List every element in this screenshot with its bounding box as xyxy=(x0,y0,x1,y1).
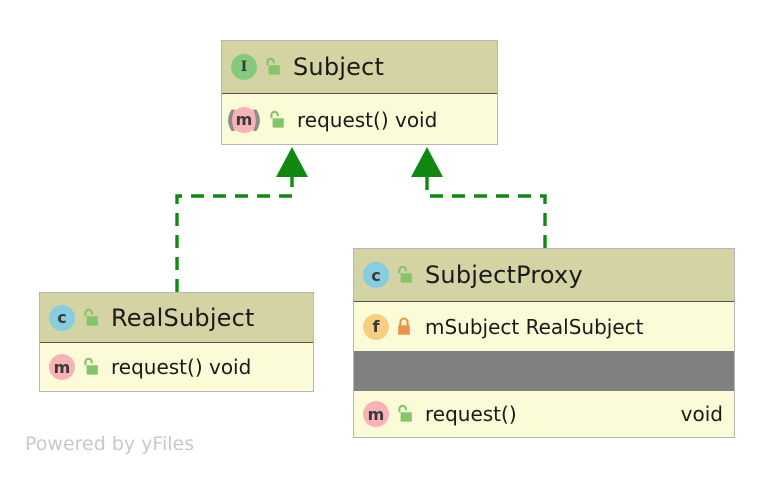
unlocked-padlock-icon xyxy=(398,404,412,422)
locked-padlock-icon xyxy=(398,317,410,335)
uml-member-signature: request() void xyxy=(111,355,252,379)
edge-line-realization-subjectproxy xyxy=(425,176,547,248)
interface-badge-icon: I xyxy=(231,54,257,80)
yfiles-watermark: Powered by yFiles xyxy=(25,433,195,455)
class-badge-icon: c xyxy=(49,304,75,331)
uml-member-signature: request() void xyxy=(297,107,438,132)
uml-member-row[interactable]: m request() void xyxy=(354,391,734,437)
uml-node-realsubject-header[interactable]: c RealSubject xyxy=(40,293,313,343)
uml-member-return-type: void xyxy=(680,402,723,426)
uml-node-realsubject[interactable]: c RealSubject m request() void xyxy=(39,292,314,392)
class-badge-icon: c xyxy=(363,262,389,288)
uml-node-realsubject-title: RealSubject xyxy=(111,303,255,332)
uml-node-subjectproxy-title: SubjectProxy xyxy=(425,261,583,289)
uml-member-signature: request() xyxy=(425,402,517,426)
arrowhead-realization-subjectproxy xyxy=(411,147,443,177)
arrowhead-realization-realsubject xyxy=(276,147,308,177)
uml-node-subjectproxy-header[interactable]: c SubjectProxy xyxy=(354,249,734,302)
uml-member-row[interactable]: m request() void xyxy=(222,94,497,144)
edge-line-realization-realsubject xyxy=(175,176,294,292)
field-badge-icon: f xyxy=(363,313,389,340)
uml-member-signature: mSubject RealSubject xyxy=(425,314,644,339)
uml-member-row[interactable]: m request() void xyxy=(40,343,313,391)
abstract-method-badge-icon: m xyxy=(231,106,257,133)
unlocked-padlock-icon xyxy=(398,265,412,283)
unlocked-padlock-icon xyxy=(84,308,98,326)
unlocked-padlock-icon xyxy=(266,57,280,75)
edge-subjectproxy-implements-subject[interactable] xyxy=(411,147,547,248)
edge-realsubject-implements-subject[interactable] xyxy=(175,147,308,292)
uml-node-subject[interactable]: I Subject m request() void xyxy=(221,40,498,145)
uml-node-subject-header[interactable]: I Subject xyxy=(222,41,497,94)
method-badge-icon: m xyxy=(363,401,389,427)
uml-member-row[interactable]: f mSubject RealSubject xyxy=(354,302,734,351)
method-badge-icon: m xyxy=(49,354,75,380)
uml-node-subjectproxy[interactable]: c SubjectProxy f mSubject RealSubject m xyxy=(353,248,735,438)
uml-node-subject-title: Subject xyxy=(293,53,385,81)
uml-selected-separator-band[interactable] xyxy=(354,351,734,391)
unlocked-padlock-icon xyxy=(84,357,98,375)
unlocked-padlock-icon xyxy=(270,110,284,128)
